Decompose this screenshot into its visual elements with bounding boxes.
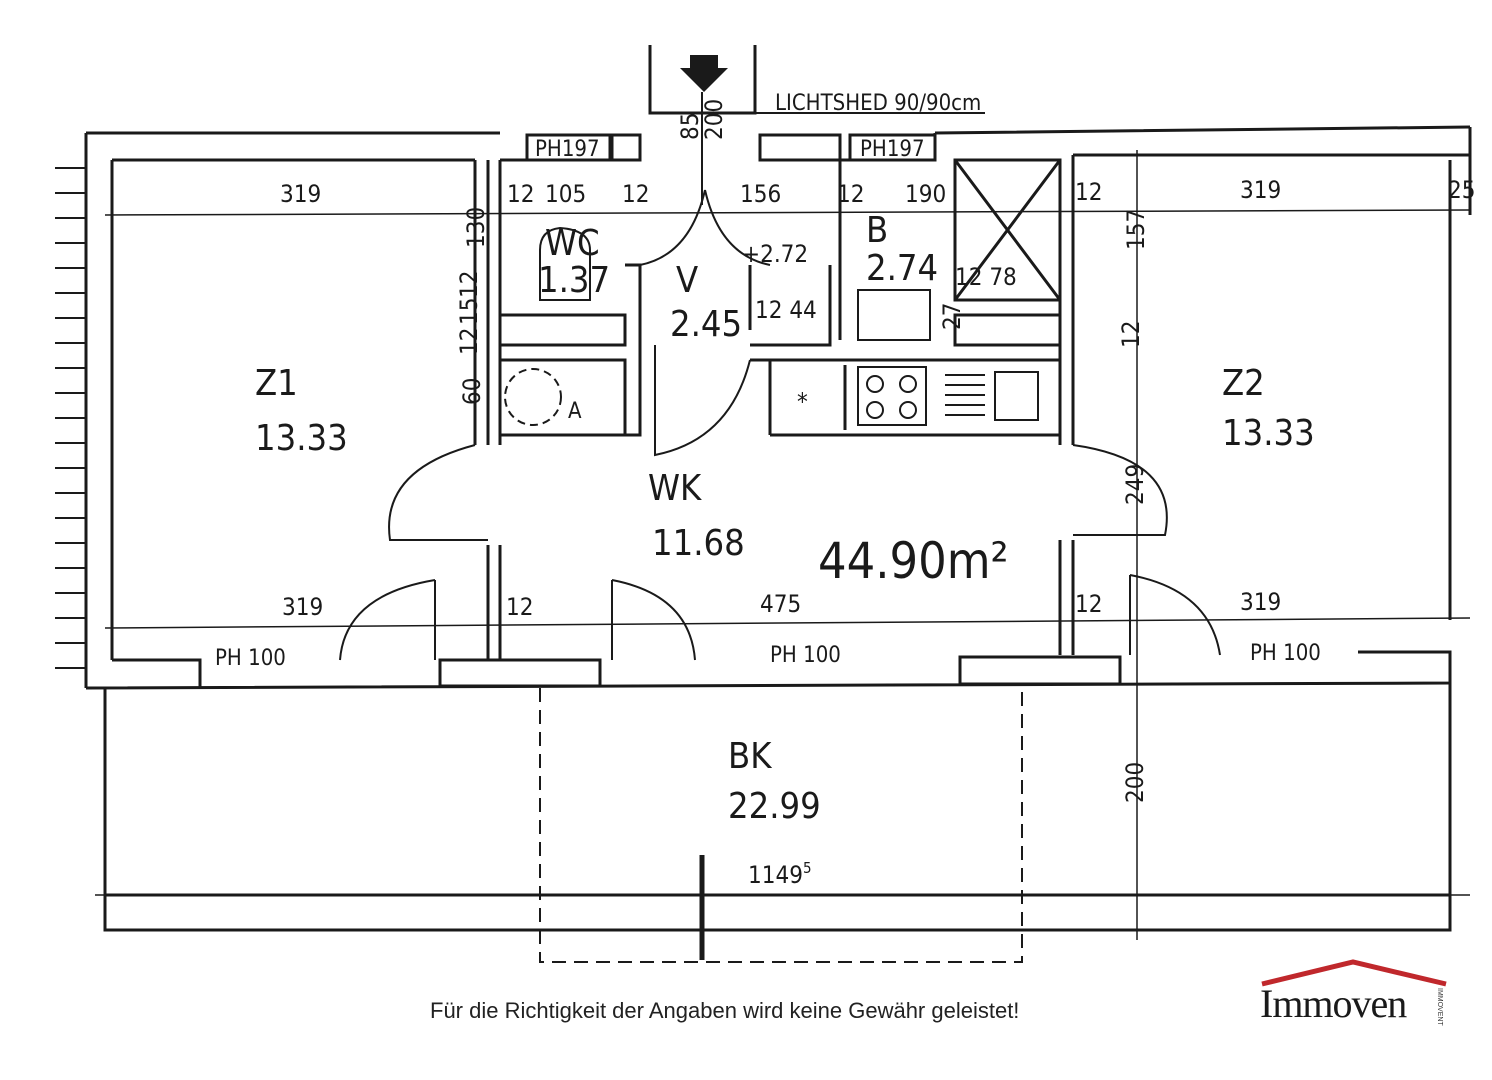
wall-v-right [748, 265, 832, 435]
room-wk-name: WK [648, 468, 702, 509]
disclaimer: Für die Richtigkeit der Angaben wird kei… [430, 998, 1020, 1023]
dim-top-12a: 12 [507, 180, 534, 208]
sink-fixture [857, 289, 931, 341]
outer-wall-top-right [934, 125, 1471, 157]
label-ph197-left: PH197 [535, 137, 600, 162]
room-z1-area: 13.33 [255, 418, 348, 459]
wall-z2-left [1058, 155, 1075, 655]
door-swing-wk-left [388, 444, 488, 541]
door-swing-wk-right [1072, 444, 1168, 536]
room-z1-name: Z1 [255, 363, 298, 404]
dim-bottom-z2: 319 [1240, 588, 1281, 616]
label-ph100-left: PH 100 [215, 646, 286, 671]
wall-kitchen [770, 313, 1062, 437]
logo-roof-icon [1261, 959, 1447, 987]
label-ph100-center: PH 100 [770, 643, 841, 668]
dim-shaft-200: 200 [700, 99, 728, 140]
door-swing-z1 [339, 579, 436, 661]
label-ph197-right: PH197 [860, 137, 925, 162]
wc-fixture [539, 226, 591, 301]
dim-inner-27: 27 [938, 303, 966, 330]
dim-top-156: 156 [740, 180, 781, 208]
label-ph100-right: PH 100 [1250, 641, 1321, 666]
lichtshed-label: LICHTSHED 90/90cm [775, 91, 981, 116]
dim-line-top [104, 209, 1471, 216]
door-swing-v [654, 345, 751, 457]
logo-subtext: IMMOVENT [1436, 988, 1443, 1026]
dim-top-12c: 12 [837, 180, 864, 208]
room-v-name: V [676, 260, 698, 301]
hatch-marks [55, 167, 86, 669]
room-wc-area: 1.37 [538, 260, 610, 301]
dim-top-25: 25 [1448, 176, 1475, 204]
stove [857, 366, 927, 426]
door-swing-wk-bottom [611, 579, 696, 661]
room-wc-name: WC [545, 223, 600, 264]
outer-wall-bottom [85, 650, 1452, 690]
outer-wall-right [1448, 127, 1472, 620]
dim-v-15: 15 [455, 298, 483, 325]
room-z2-area: 13.33 [1222, 413, 1315, 454]
ph197-boxes [525, 133, 937, 162]
room-bk-area: 22.99 [728, 786, 821, 827]
dim-right-200: 200 [1121, 762, 1149, 803]
dim-line-bottom [104, 617, 1471, 629]
room-bk-name: BK [728, 736, 772, 777]
room-z2-name: Z2 [1222, 363, 1265, 404]
level-272: +2.72 [742, 240, 808, 268]
dim-overall: 11495 [748, 859, 812, 889]
dim-v-12b: 12 [455, 328, 483, 355]
dim-v-12: 12 [455, 271, 483, 298]
dim-inner-12-78: 12 78 [955, 263, 1017, 291]
dim-v-60: 60 [458, 378, 486, 405]
total-area: 44.90m² [818, 532, 1009, 590]
dim-top-12b: 12 [622, 180, 649, 208]
dim-top-z2: 319 [1240, 176, 1281, 204]
dim-overall-sup: 5 [803, 859, 812, 877]
room-wk-area: 11.68 [652, 523, 745, 564]
outer-wall-top-left [86, 131, 500, 162]
dim-top-12d: 12 [1075, 178, 1102, 206]
dim-top-190: 190 [905, 180, 946, 208]
dim-top-105: 105 [545, 180, 586, 208]
kitchen-sink [945, 371, 1039, 421]
logo-text: Immoven [1260, 981, 1407, 1026]
room-b-area: 2.74 [866, 248, 938, 289]
dim-bottom-12a: 12 [506, 593, 533, 621]
dim-bottom-12b: 12 [1075, 590, 1102, 618]
dim-top-z1: 319 [280, 180, 321, 208]
door-swing-z2 [1129, 574, 1221, 656]
outer-wall-left [84, 133, 114, 688]
dim-right-249: 249 [1121, 464, 1149, 505]
balcony-dashed [539, 688, 1023, 963]
room-v-area: 2.45 [670, 304, 742, 345]
arrow-down-icon [680, 55, 728, 92]
dim-bottom-475: 475 [760, 590, 801, 618]
room-b-name: B [866, 210, 888, 251]
washing-machine [504, 368, 562, 426]
stove-mark: * [797, 388, 808, 416]
dim-bottom-z1: 319 [282, 593, 323, 621]
dim-right-12: 12 [1117, 321, 1145, 348]
label-appliance-a: A [568, 399, 582, 424]
company-logo: Immoven IMMOVENT [1258, 958, 1458, 1028]
dim-v-130: 130 [462, 207, 490, 248]
dim-inner-12-44: 12 44 [755, 296, 817, 324]
dim-shaft-85: 85 [676, 113, 704, 140]
dim-right-157: 157 [1122, 209, 1150, 250]
